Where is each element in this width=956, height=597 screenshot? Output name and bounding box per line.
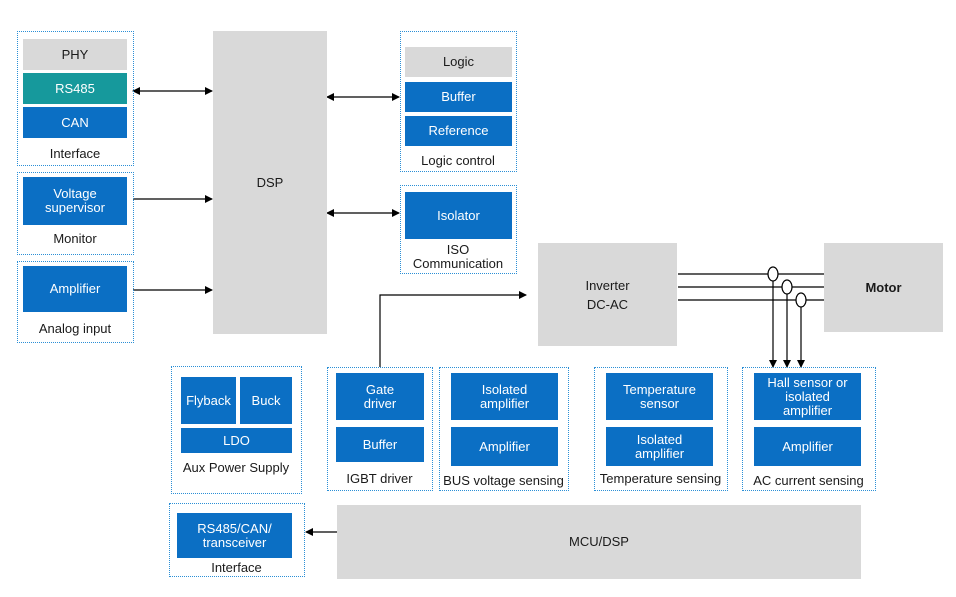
arrow-igbt-inverter [379,291,527,367]
temperature-sensing-group: Temperature sensor Isolated amplifier Te… [594,367,728,491]
igbt-driver-group: Gate driver Buffer IGBT driver [327,367,433,491]
temperature-sensing-caption: Temperature sensing [599,471,722,486]
flyback-block: Flyback [181,377,236,424]
analog-input-group: Amplifier Analog input [17,261,134,343]
bus-isolated-amplifier-block: Isolated amplifier [451,373,558,420]
aux-power-supply-group: Flyback Buck LDO Aux Power Supply [171,366,302,494]
can-block: CAN [23,107,127,138]
gate-driver-block: Gate driver [336,373,424,420]
current-sensor-1 [767,266,779,282]
voltage-supervisor-block: Voltage supervisor [23,177,127,225]
inverter-block: Inverter DC-AC [538,243,677,346]
dc-ac-label: DC-AC [586,296,629,312]
bus-amplifier-block: Amplifier [451,427,558,466]
ac-current-sensing-caption: AC current sensing [753,473,864,488]
analog-input-caption: Analog input [38,321,112,336]
aux-power-supply-caption: Aux Power Supply [182,460,290,475]
buck-block: Buck [240,377,292,424]
interface-caption: Interface [49,146,101,161]
current-sensor-3 [795,292,807,308]
logic-block: Logic [405,47,512,77]
iso-communication-group: Isolator ISO Communication [400,185,517,274]
monitor-group: Voltage supervisor Monitor [17,172,134,255]
temperature-sensor-block: Temperature sensor [606,373,713,420]
rs485-block: RS485 [23,73,127,104]
igbt-driver-caption: IGBT driver [346,471,413,486]
bus-voltage-sensing-group: Isolated amplifier Amplifier BUS voltage… [439,367,569,491]
amplifier-block: Amplifier [23,266,127,312]
igbt-buffer-block: Buffer [336,427,424,462]
transceiver-block: RS485/CAN/ transceiver [177,513,292,558]
bus-voltage-sensing-caption: BUS voltage sensing [443,473,564,488]
interface-bottom-group: RS485/CAN/ transceiver Interface [169,503,305,577]
iso-communication-caption: ISO Communication [412,242,504,271]
phy-block: PHY [23,39,127,70]
mcu-dsp-block: MCU/DSP [337,505,861,579]
ac-current-sensing-group: Hall sensor or isolated amplifier Amplif… [742,367,876,491]
interface-group: PHY RS485 CAN Interface [17,31,134,166]
temp-isolated-amplifier-block: Isolated amplifier [606,427,713,466]
ac-amplifier-block: Amplifier [754,427,861,466]
logic-control-caption: Logic control [421,153,495,168]
current-sensor-2 [781,279,793,295]
reference-block: Reference [405,116,512,146]
logic-control-group: Logic Buffer Reference Logic control [400,31,517,172]
ldo-block: LDO [181,428,292,453]
isolator-block: Isolator [405,192,512,239]
motor-block: Motor [824,243,943,332]
monitor-caption: Monitor [53,231,97,246]
inverter-label: Inverter [585,277,630,293]
interface-bottom-caption: Interface [211,560,262,575]
dsp-block: DSP [213,31,327,334]
hall-sensor-block: Hall sensor or isolated amplifier [754,373,861,420]
buffer-block: Buffer [405,82,512,112]
